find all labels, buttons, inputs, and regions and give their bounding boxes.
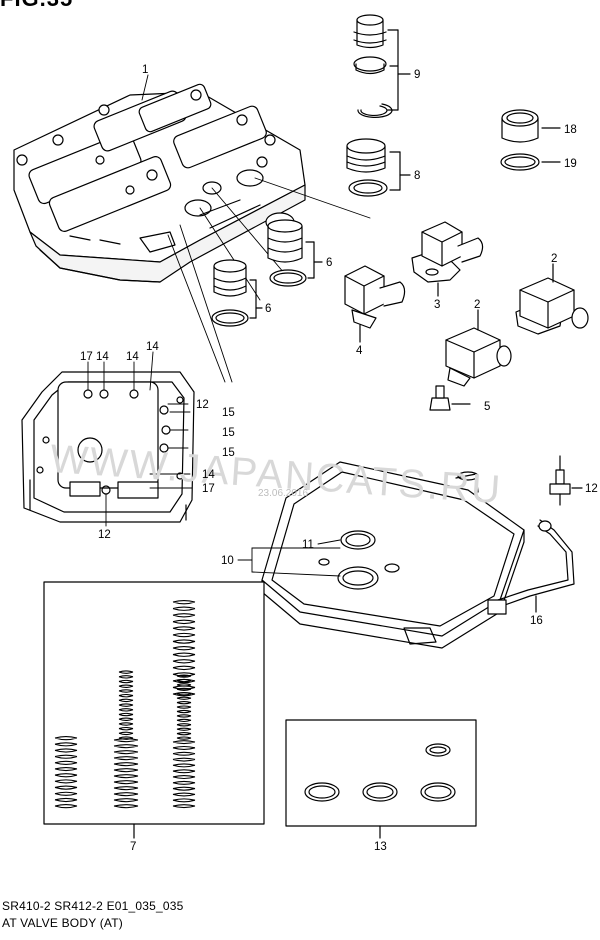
part-18-filter: [501, 109, 561, 143]
figure-title: FIG.35: [0, 0, 73, 12]
spring-short-right: [172, 740, 196, 809]
part-6-valve-set-lower: [211, 259, 263, 327]
callout-3: 3: [434, 299, 440, 311]
watermark-date: 23.06.2016: [258, 488, 308, 499]
callout-16: 16: [530, 615, 543, 627]
callout-1: 1: [142, 64, 148, 76]
callout-6-lower: 6: [265, 303, 271, 315]
springs-group: [54, 599, 196, 809]
callout-15-b: 15: [222, 427, 235, 439]
callout-12-plate: 12: [196, 399, 209, 411]
footer-section-title: AT VALVE BODY (AT): [2, 916, 123, 930]
callout-2-right: 2: [551, 253, 557, 265]
part-12-bolt-right: [549, 455, 583, 506]
part-2-solenoid-center: [445, 309, 512, 387]
spring-thin-right: [176, 674, 192, 740]
part-7-springs-box: [43, 581, 265, 839]
callout-19: 19: [564, 158, 577, 170]
callout-14-a: 14: [96, 351, 109, 363]
part-9-valve-set: [353, 14, 411, 118]
callout-17-bottom: 17: [202, 483, 215, 495]
callout-10: 10: [221, 555, 234, 567]
callout-15-a: 15: [222, 407, 235, 419]
leader-lines-body: [141, 74, 371, 383]
callout-13: 13: [374, 841, 387, 853]
callout-14-c: 14: [146, 341, 159, 353]
valve-body-assembly: [13, 83, 306, 283]
part-6-valve-set-upper: [267, 219, 323, 287]
callout-14-d: 14: [202, 469, 215, 481]
part-2-solenoid-right: [515, 263, 589, 335]
part-5-bolt: [429, 385, 471, 411]
leader-lines-lower-plate: [87, 351, 193, 527]
footer-model-codes: SR410-2 SR412-2 E01_035_035: [2, 899, 184, 913]
callout-9: 9: [414, 69, 420, 81]
callout-5: 5: [484, 401, 490, 413]
spring-tall-right: [172, 599, 196, 697]
callout-18: 18: [564, 124, 577, 136]
callout-12-bottom: 12: [98, 529, 111, 541]
callout-14-b: 14: [126, 351, 139, 363]
spring-short-left: [54, 736, 78, 809]
callout-6-upper: 6: [326, 257, 332, 269]
part-19-o-ring: [500, 153, 561, 171]
part-16-harness: [487, 519, 575, 615]
callout-11: 11: [302, 539, 314, 551]
callout-17-top: 17: [80, 351, 93, 363]
spring-short-center: [113, 738, 139, 809]
leader-lines-10-11: [237, 539, 341, 577]
part-8-valve-set: [346, 138, 411, 197]
lower-plate-assembly: [21, 371, 195, 523]
callout-12-right: 12: [585, 483, 598, 495]
callout-4: 4: [356, 345, 363, 357]
oil-strainer: [261, 461, 525, 649]
part-3-solenoid: [411, 221, 484, 297]
callout-labels: 1 2 2 3 4 5 6 6 7 8 9 10 11 12 12 12 13 …: [80, 64, 598, 853]
callout-15-c: 15: [222, 447, 235, 459]
callout-7: 7: [130, 841, 136, 853]
part-4-solenoid: [344, 265, 406, 343]
callout-2-center: 2: [474, 299, 480, 311]
part-13-o-rings-box: [285, 719, 477, 839]
callout-8: 8: [414, 170, 420, 182]
spring-thin-center: [118, 670, 134, 740]
